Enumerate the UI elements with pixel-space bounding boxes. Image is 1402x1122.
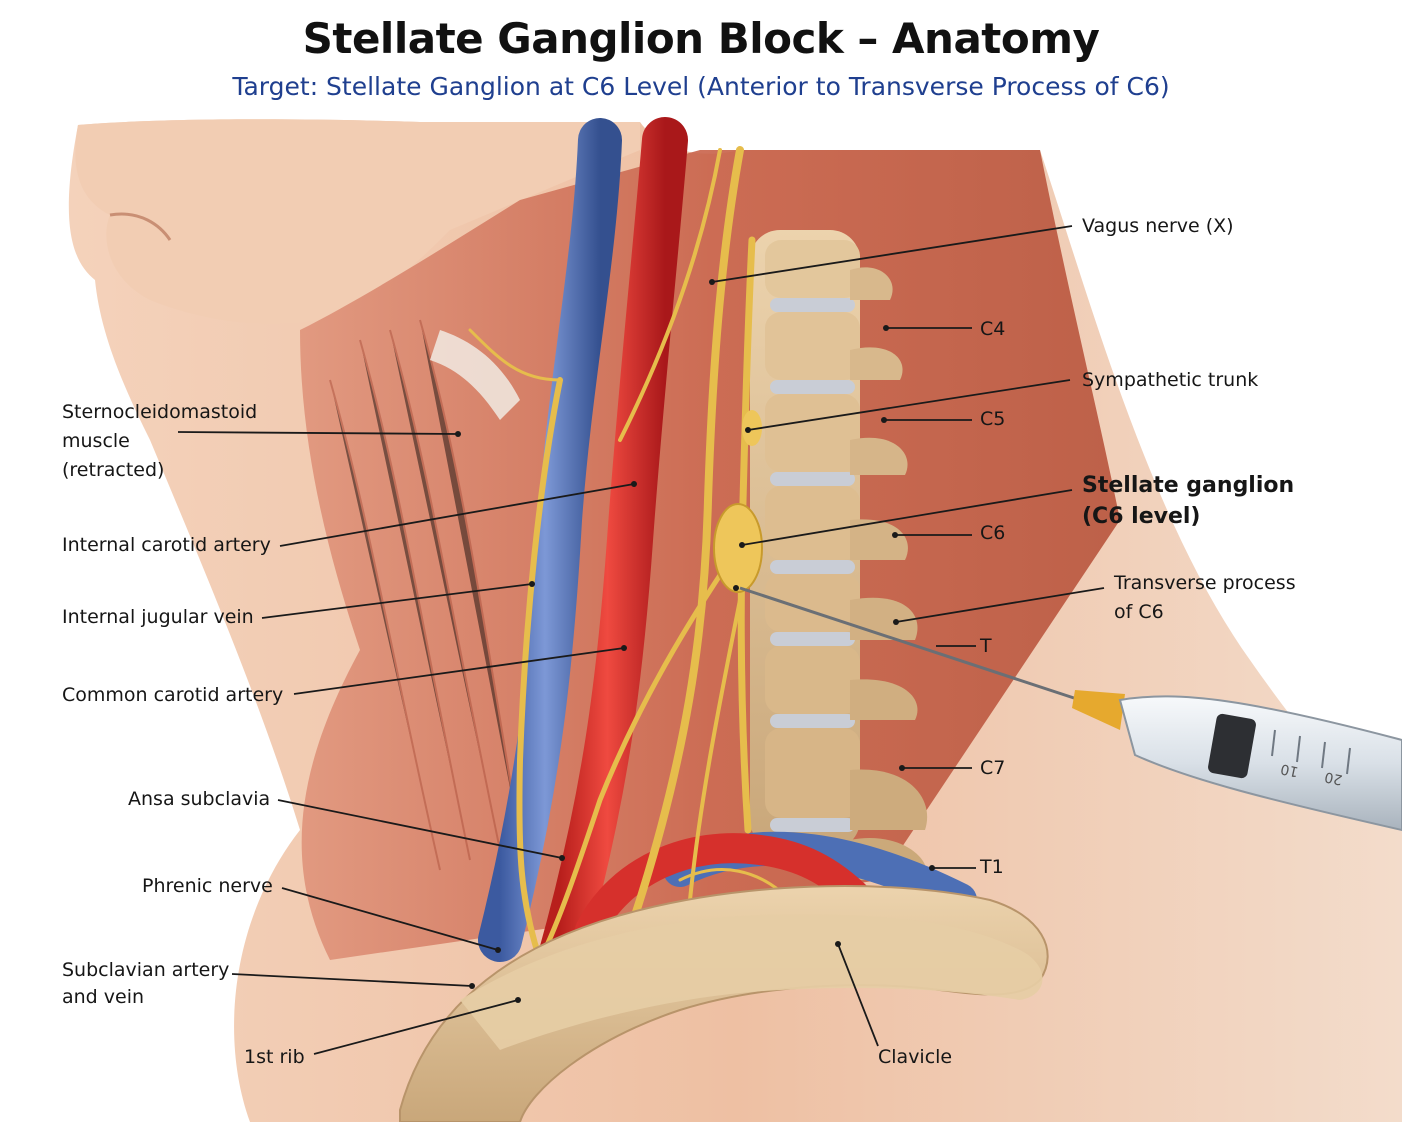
label-c7: C7 [980,757,1006,779]
label-stellate-ganglion: Stellate ganglion [1082,473,1295,498]
jaw [75,119,641,324]
label-transverse-process-level: of C6 [1114,601,1164,623]
label-subclavian-vein: and vein [62,986,145,1008]
syringe-mark: 20 [1323,768,1344,787]
leader-lines [177,225,1105,1055]
label-first-rib: 1st rib [244,1046,305,1068]
label-scm: Sternocleidomastoid [62,401,258,423]
label-phrenic-nerve: Phrenic nerve [142,875,273,897]
syringe-mark: 10 [1279,760,1300,779]
page-title: Stellate Ganglion Block – Anatomy [302,14,1100,63]
label-ansa-subclavia: Ansa subclavia [128,788,271,810]
label-c4: C4 [980,318,1006,340]
clavicle [460,914,1043,1050]
label-c6: C6 [980,522,1006,544]
syringe-plunger-seal [1208,713,1256,779]
nerves [468,146,792,964]
label-common-carotid-artery: Common carotid artery [62,684,284,706]
label-clavicle: Clavicle [878,1046,953,1068]
label-internal-jugular-vein: Internal jugular vein [62,606,254,628]
label-t-mark: T [980,635,992,657]
needle [739,586,1081,702]
vertebrae [765,240,928,880]
label-scm-retracted: (retracted) [62,459,165,481]
label-c5: C5 [980,408,1006,430]
subclavian-artery [575,833,875,945]
label-stellate-level: (C6 level) [1082,504,1201,529]
internal-jugular-vein [478,118,622,962]
syringe-barrel [1118,695,1402,832]
syringe: 10 20 [739,586,1402,832]
label-sympathetic-trunk: Sympathetic trunk [1082,369,1259,391]
label-internal-carotid-artery: Internal carotid artery [62,534,271,556]
vagus-nerve [616,146,744,964]
label-scm-muscle: muscle [62,430,130,452]
needle-hub [1072,690,1125,730]
leader-dots [455,279,935,1003]
neck-muscles [300,150,1120,960]
label-subclavian-artery: Subclavian artery [62,959,230,981]
label-t1: T1 [980,856,1004,878]
label-vagus-nerve: Vagus nerve (X) [1082,215,1234,237]
label-transverse-process: Transverse process [1114,572,1296,594]
stellate-ganglion [713,503,763,593]
page-subtitle: Target: Stellate Ganglion at C6 Level (A… [232,72,1170,101]
